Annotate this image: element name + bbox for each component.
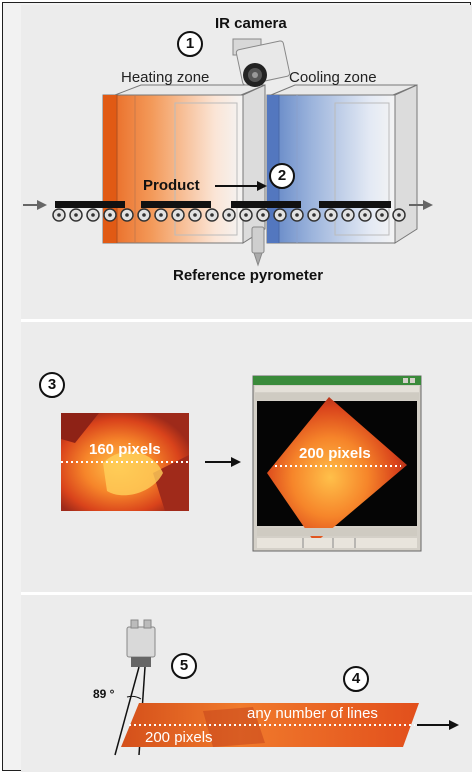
angle-label: 89 ° xyxy=(93,687,115,701)
roller-hub xyxy=(278,213,282,217)
roller-hub xyxy=(227,213,231,217)
divider xyxy=(21,592,472,595)
divider xyxy=(21,319,472,322)
roller-hub xyxy=(125,213,129,217)
roller-hub xyxy=(57,213,61,217)
rotated-thermal-image xyxy=(267,397,407,543)
roller-hub xyxy=(193,213,197,217)
reference-pyrometer-icon xyxy=(251,226,265,267)
roller-hub xyxy=(363,213,367,217)
lines-label: any number of lines xyxy=(247,705,378,722)
ir-camera-icon xyxy=(232,38,291,87)
diagram-drawing xyxy=(23,38,459,756)
product-bars xyxy=(55,201,391,208)
roller-hub xyxy=(295,213,299,217)
roller-hub xyxy=(74,213,78,217)
roller-hub xyxy=(108,213,112,217)
heating-zone-label: Heating zone xyxy=(121,69,210,86)
software-window xyxy=(252,375,422,552)
cooling-zone-label: Cooling zone xyxy=(289,69,377,86)
roller-hub xyxy=(380,213,384,217)
right-pixels-label: 200 pixels xyxy=(299,445,371,462)
roller-hub xyxy=(176,213,180,217)
roller-hub xyxy=(210,213,214,217)
left-pixels-label: 160 pixels xyxy=(89,441,161,458)
step-badge-5: 5 xyxy=(171,653,197,679)
roller-hub xyxy=(159,213,163,217)
transform-arrow xyxy=(205,457,241,467)
thermal-image-160 xyxy=(61,413,189,511)
roller-hub xyxy=(346,213,350,217)
roller-hub xyxy=(142,213,146,217)
product-label: Product xyxy=(143,177,200,194)
step-badge-2: 2 xyxy=(269,163,295,189)
roller-hub xyxy=(261,213,265,217)
roller-hub xyxy=(91,213,95,217)
roller-hub xyxy=(397,213,401,217)
step-badge-1: 1 xyxy=(177,31,203,57)
roller-hub xyxy=(329,213,333,217)
strip-pixels-label: 200 pixels xyxy=(145,729,213,746)
roller-hub xyxy=(312,213,316,217)
roller-hub xyxy=(244,213,248,217)
step-badge-3: 3 xyxy=(39,372,65,398)
step-badge-4: 4 xyxy=(343,666,369,692)
conveyor-rollers xyxy=(52,208,406,222)
ir-camera-label: IR camera xyxy=(215,15,287,32)
product-arrow xyxy=(215,181,267,191)
reference-pyrometer-label: Reference pyrometer xyxy=(173,267,324,284)
line-scanner-icon xyxy=(126,619,156,667)
conveyor-belt xyxy=(23,200,433,210)
strip-direction-arrow xyxy=(417,720,459,730)
